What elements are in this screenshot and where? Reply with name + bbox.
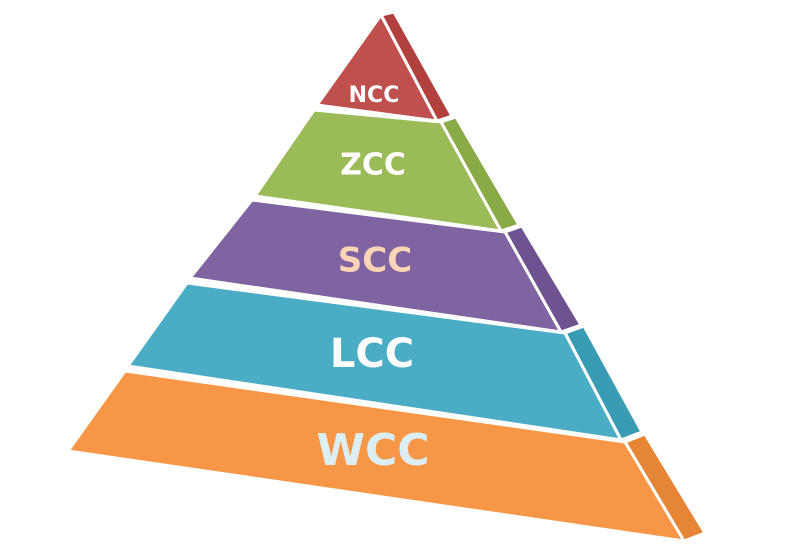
tier-wcc-label: WCC [316,425,429,476]
tier-ncc: NCC [315,10,454,123]
tier-zcc: ZCC [253,108,521,233]
tier-scc-label: SCC [338,241,412,281]
tier-zcc-label: ZCC [340,148,406,183]
tier-lcc-label: LCC [330,331,414,377]
tier-ncc-label: NCC [349,83,400,108]
tier-lcc: LCC [126,281,644,442]
tier-wcc: WCC [66,369,707,543]
tier-ncc-front [315,13,439,123]
tier-wcc-front [66,369,686,543]
tier-scc: SCC [188,198,583,334]
